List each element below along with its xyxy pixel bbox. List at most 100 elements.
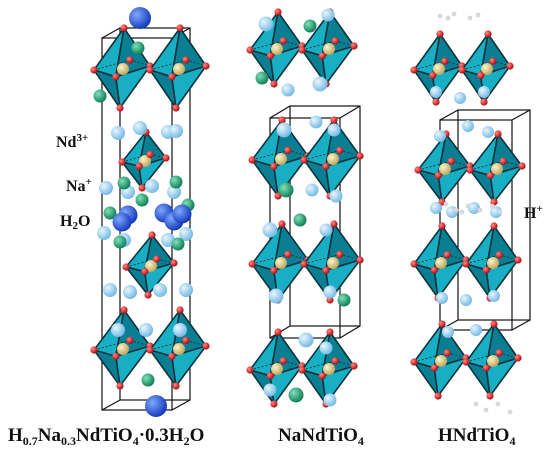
titanium-atom (271, 363, 283, 375)
unit-cell-edge (171, 399, 191, 411)
unit-cell-edge (439, 109, 459, 121)
neodymium-atom (309, 115, 323, 129)
neodymium-atom (173, 323, 187, 337)
octahedron-back-edge (413, 352, 448, 363)
oxygen-atom (514, 354, 522, 362)
neodymium-atom (167, 185, 181, 199)
neodymium-atom (298, 332, 314, 348)
titanium-atom (117, 343, 129, 355)
titanium-atom (117, 63, 129, 75)
neodymium-atom (123, 285, 137, 299)
tio6-octahedron (246, 328, 306, 408)
octahedron-face (437, 165, 471, 203)
neodymium-atom (179, 227, 193, 241)
oxygen-atom (482, 364, 490, 372)
oxygen-atom (410, 66, 418, 74)
octahedron-back-edge (249, 40, 284, 51)
oxygen-atom (266, 372, 274, 380)
titanium-atom (487, 355, 499, 367)
oxygen-atom (284, 146, 292, 154)
neodymium-atom (179, 283, 193, 297)
oxygen-atom (322, 162, 330, 170)
oxygen-atom (246, 366, 254, 374)
oxygen-atom (116, 104, 124, 112)
titanium-atom (327, 153, 339, 165)
octahedron-back-edge (125, 258, 157, 268)
tio6-octahedron (410, 222, 470, 302)
octahedron-face (325, 155, 361, 197)
neodymium-atom (169, 124, 183, 138)
neodymium-atom (462, 120, 474, 132)
sodium-atom (113, 235, 127, 249)
oxygen-atom (443, 251, 451, 259)
oxygen-atom (318, 52, 326, 60)
tio6-octahedron (118, 128, 170, 192)
oxygen-atom (410, 260, 418, 268)
titanium-atom (487, 257, 499, 269)
oxygen-atom (447, 157, 455, 165)
neodymium-atom (488, 290, 500, 302)
neodymium-atom (111, 126, 125, 140)
titanium-atom (323, 43, 335, 55)
octahedron-back-edge (301, 360, 336, 371)
octahedron-face (269, 45, 303, 85)
oxygen-atom (266, 52, 274, 60)
sodium-atom (337, 293, 351, 307)
neodymium-atom (258, 16, 274, 32)
oxygen-atom (153, 255, 161, 263)
tio6-octahedron (122, 231, 178, 299)
octahedron-face (171, 345, 207, 387)
octahedron-face (489, 165, 523, 203)
unit-cell-edge (511, 319, 531, 331)
octahedron-face (433, 259, 467, 299)
neodymium-atom (97, 226, 111, 240)
neodymium-atom (490, 206, 502, 218)
unit-cell-edge (269, 105, 291, 119)
neodymium-atom (133, 121, 147, 135)
oxygen-atom (429, 71, 437, 80)
octahedron-back-edge (156, 258, 175, 264)
oxygen-atom (350, 42, 358, 50)
proton-atom (453, 207, 459, 213)
oxygen-atom (135, 162, 143, 170)
oxygen-atom (318, 372, 326, 380)
tio6-octahedron (300, 116, 364, 200)
octahedron-face (321, 45, 355, 85)
neodymium-atom (139, 323, 153, 337)
neodymium-atom (161, 233, 175, 247)
oxygen-atom (172, 382, 180, 390)
oxygen-atom (90, 346, 98, 354)
oxygen-atom (506, 62, 514, 70)
oxygen-atom (438, 222, 446, 230)
oxygen-atom (438, 320, 446, 328)
sodium-atom (141, 373, 155, 387)
oxygen-atom (462, 358, 470, 366)
oxygen-atom (331, 37, 339, 45)
octahedron-back-edge (492, 60, 511, 67)
titanium-atom (173, 343, 185, 355)
neodymium-atom (268, 288, 284, 304)
oxygen-atom (331, 357, 339, 365)
oxygen-atom (518, 162, 526, 170)
tio6-octahedron (462, 320, 522, 400)
sodium-atom (303, 19, 317, 33)
sodium-atom (131, 41, 145, 55)
oxygen-atom (284, 250, 292, 258)
oxygen-atom (279, 357, 287, 365)
oxygen-atom (270, 80, 278, 88)
oxygen-atom (126, 336, 134, 344)
octahedron-face (485, 357, 519, 397)
oxygen-atom (514, 256, 522, 264)
oxygen-atom (162, 154, 170, 162)
octahedron-face (115, 345, 151, 387)
oxygen-atom (482, 266, 490, 274)
neodymium-atom (442, 326, 454, 338)
oxygen-atom (176, 306, 184, 314)
oxygen-atom (279, 37, 287, 45)
titanium-atom (271, 43, 283, 55)
neodymium-atom (482, 126, 494, 138)
tio6-octahedra-layer (90, 8, 526, 408)
oxygen-atom (148, 231, 156, 239)
unit-cell-back (289, 105, 361, 327)
oxygen-atom (274, 328, 282, 336)
